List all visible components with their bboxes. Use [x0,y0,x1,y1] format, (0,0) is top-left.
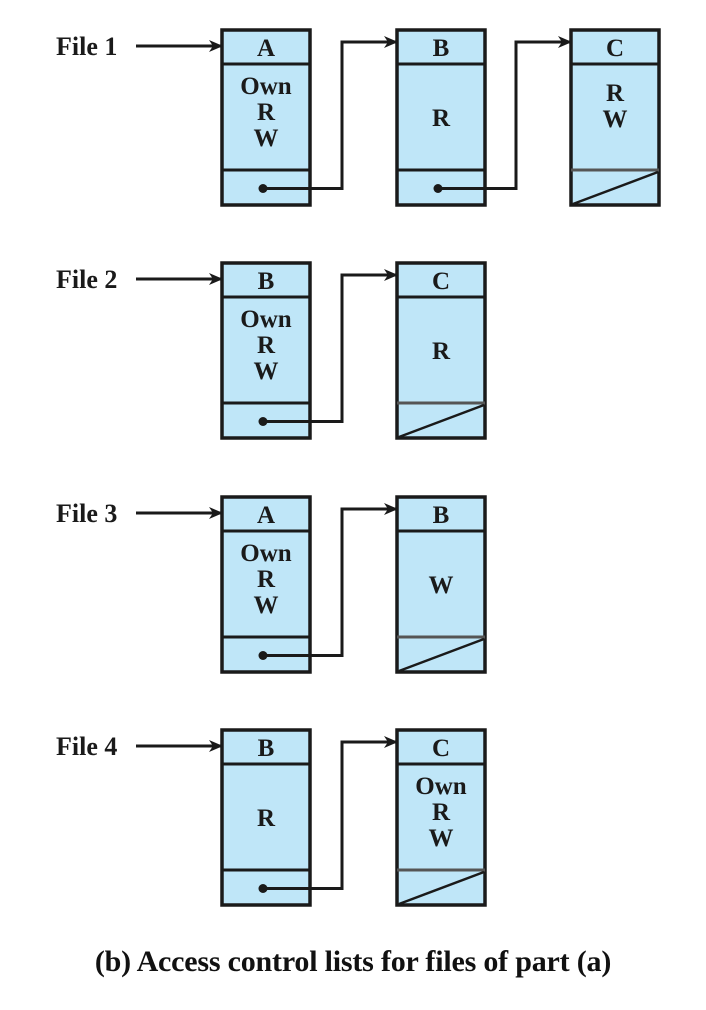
acl-right: W [603,106,628,133]
acl-right: W [254,592,279,619]
acl-right: R [606,80,625,107]
acl-entry: CR [395,261,487,440]
acl-user: B [433,502,450,529]
next-pointer-arrow-icon [263,503,398,657]
acl-node-box [220,728,312,907]
acl-right: W [429,825,454,852]
acl-right: R [257,332,276,359]
acl-right: R [257,805,276,832]
acl-user: B [433,35,450,62]
next-pointer-arrow-icon [263,736,398,890]
file-label: File 4 [56,732,117,761]
file-label: File 1 [56,32,117,61]
acl-right: Own [240,73,292,100]
acl-entry: CRW [569,28,661,207]
acl-right: R [257,99,276,126]
acl-right: R [257,566,276,593]
acl-right: R [432,338,451,365]
acl-user: B [258,735,275,762]
acl-user: C [432,268,450,295]
next-pointer-arrow-icon [438,36,572,190]
acl-right: Own [240,306,292,333]
file-label: File 3 [56,499,117,528]
acl-right: W [429,572,454,599]
next-pointer-arrow-icon [263,269,398,423]
acl-right: Own [240,540,292,567]
null-pointer-icon [572,170,659,206]
acl-entry: BR [395,28,572,207]
acl-user: C [432,735,450,762]
null-pointer-icon [398,870,485,906]
acl-right: W [254,358,279,385]
acl-node-box [220,28,312,207]
figure-caption: (b) Access control lists for files of pa… [94,945,612,978]
acl-node-box [395,28,487,207]
null-pointer-icon [398,637,485,673]
acl-right: Own [415,773,467,800]
acl-entry: BR [220,728,398,907]
acl-user: B [258,268,275,295]
acl-entry: BW [395,495,487,674]
acl-user: C [606,35,624,62]
acl-node-box [220,495,312,674]
acl-right: R [432,105,451,132]
acl-right: W [254,125,279,152]
next-pointer-arrow-icon [263,36,398,190]
acl-node-box [220,261,312,440]
acl-user: A [257,35,275,62]
acl-right: R [432,799,451,826]
acl-user: A [257,502,275,529]
null-pointer-icon [398,403,485,439]
file-label: File 2 [56,265,117,294]
